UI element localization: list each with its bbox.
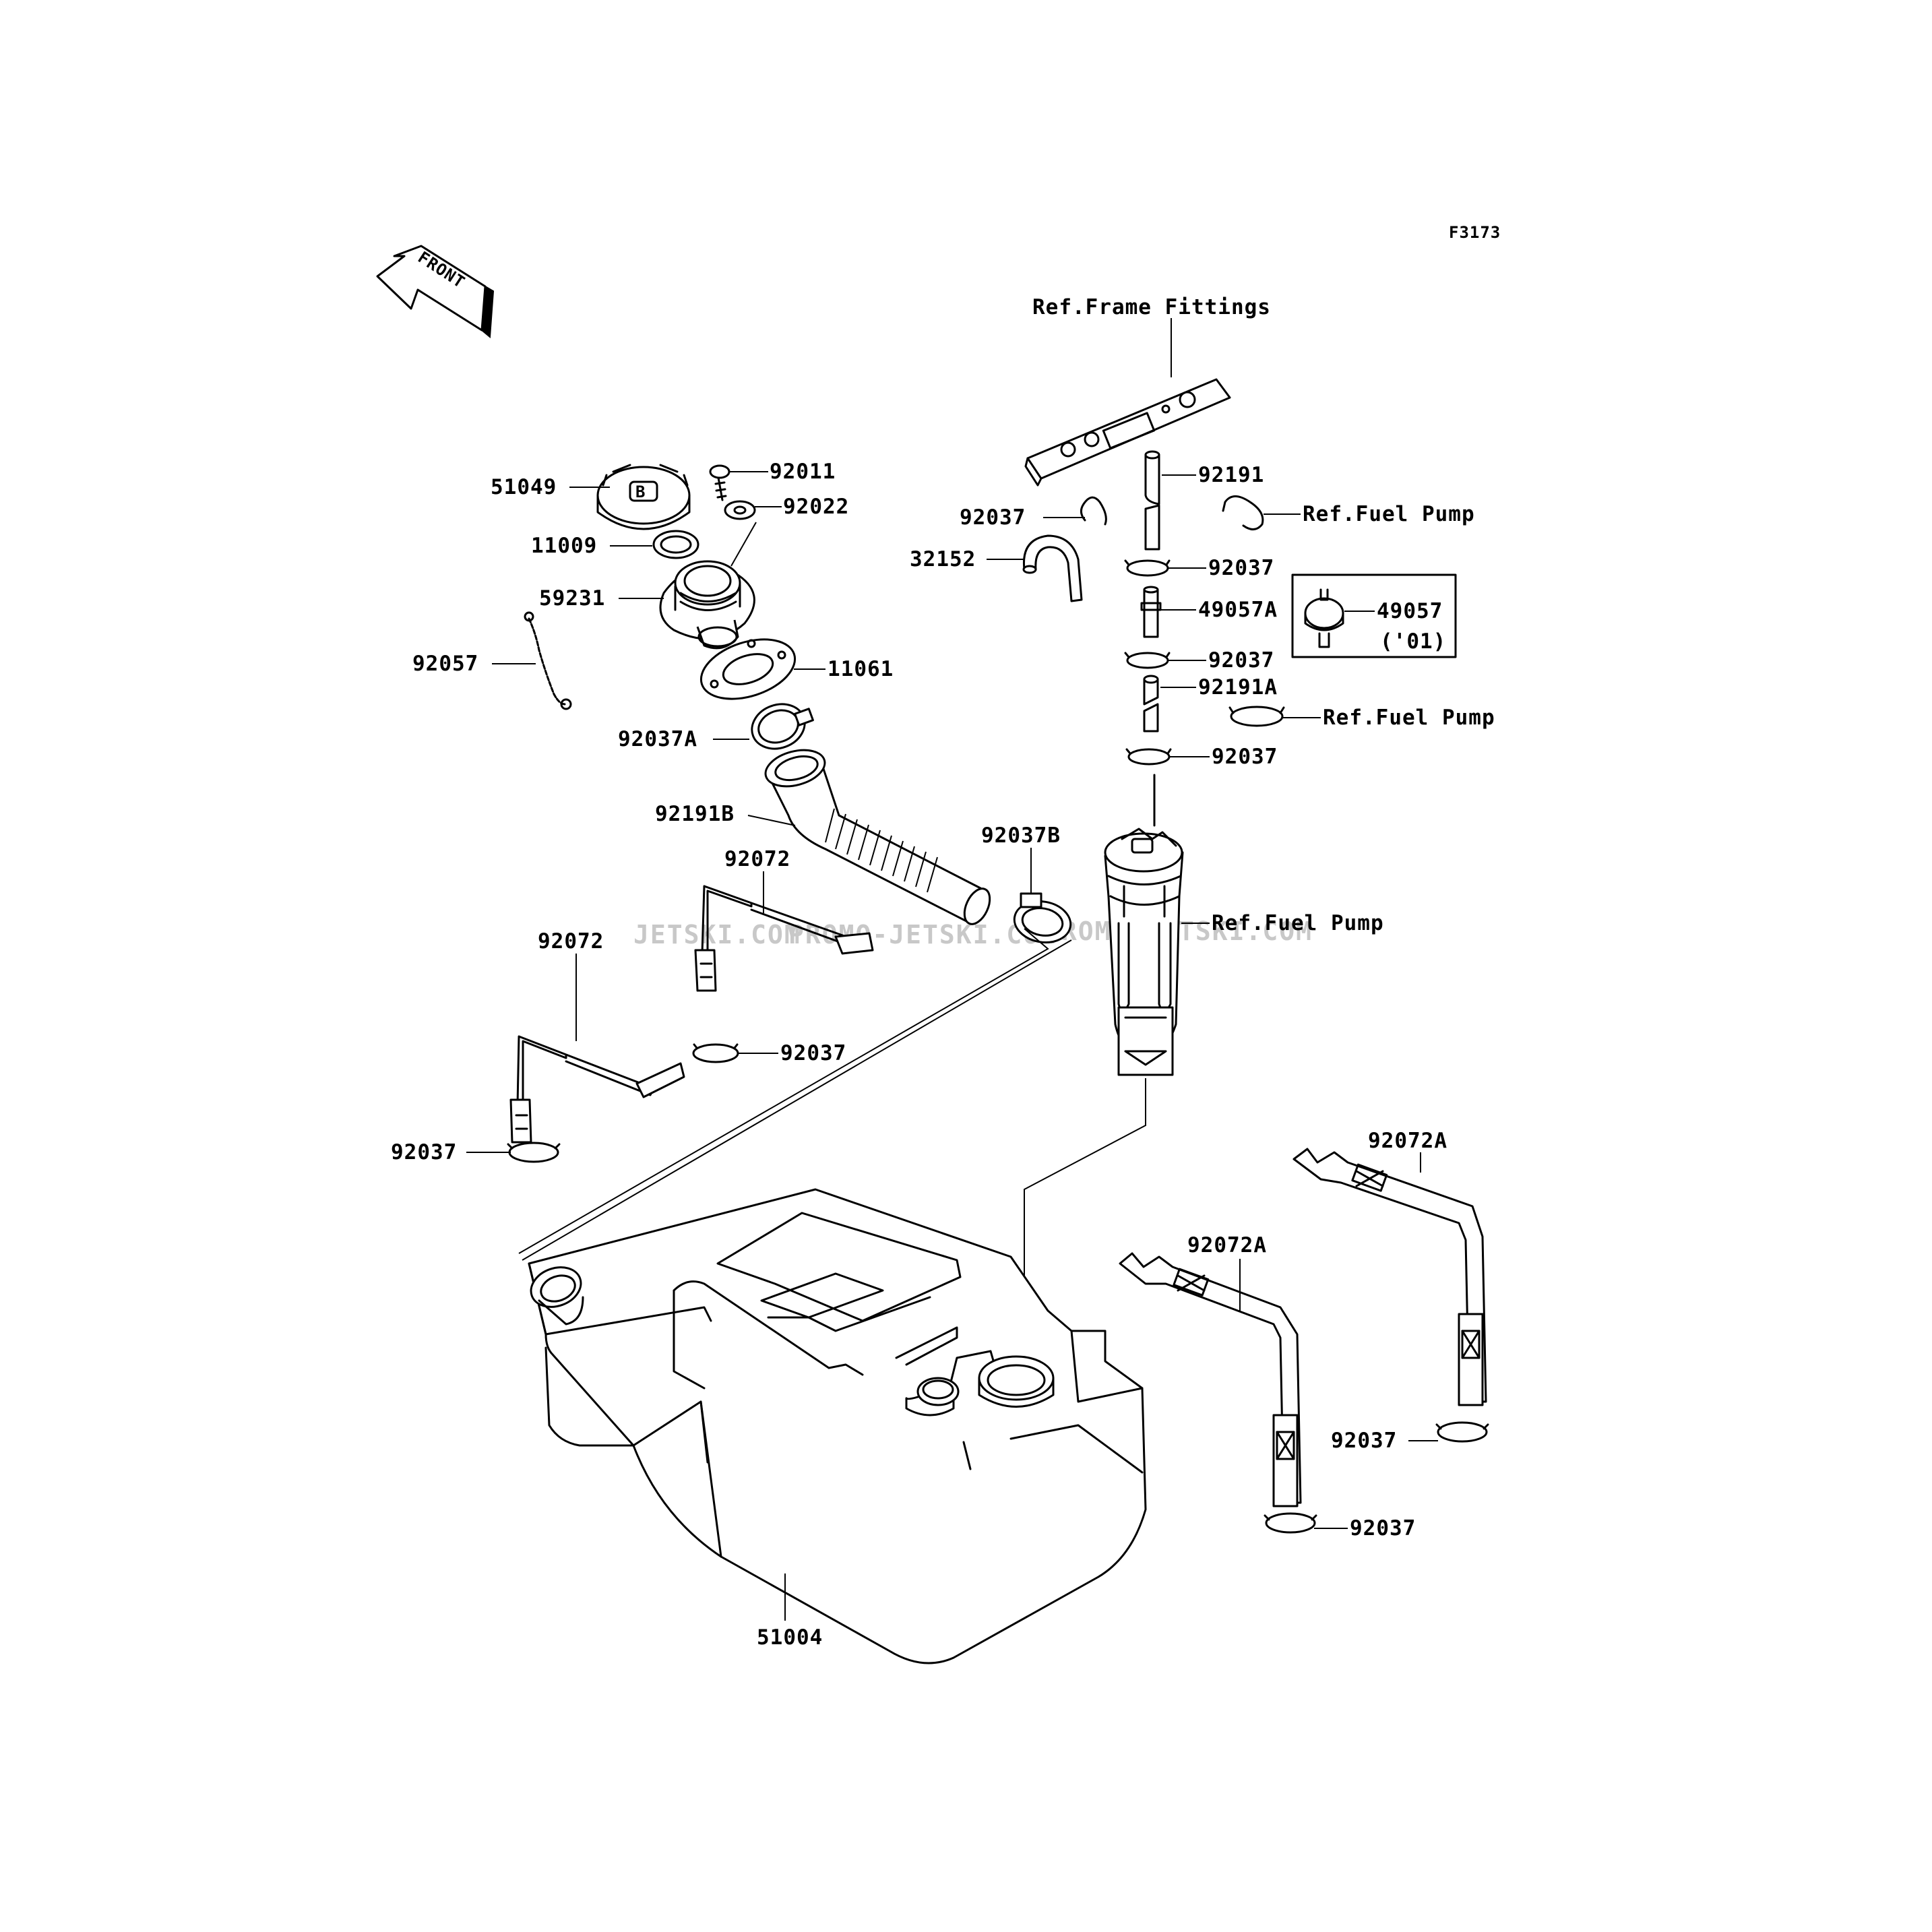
- label-59231: 59231: [539, 586, 605, 611]
- fuel-cap-51049: B: [596, 464, 691, 530]
- label-92072A-mid: 92072A: [1187, 1233, 1267, 1257]
- clamp-92037-strap-mid: [692, 1043, 739, 1063]
- clamp-ref-fuel-pump-2: [1228, 706, 1285, 727]
- hose-clamp-92037A: [751, 703, 814, 750]
- label-49057A: 49057A: [1198, 598, 1278, 622]
- label-92037-top-left: 92037: [960, 505, 1026, 530]
- strap-92072-lower: [509, 1035, 685, 1144]
- filler-neck-59231: [659, 560, 755, 650]
- label-11061: 11061: [828, 657, 894, 681]
- label-92191A: 92191A: [1198, 675, 1278, 699]
- clamp-92037-r3: [1125, 748, 1172, 766]
- label-92037-br1: 92037: [1331, 1429, 1397, 1453]
- figure-code: F3173: [1449, 223, 1501, 242]
- label-32152: 32152: [910, 547, 976, 571]
- watermark-2: PROMO-JETSKI.COM: [788, 920, 1057, 949]
- label-ref-fuel-pump-3: Ref.Fuel Pump: [1212, 911, 1384, 935]
- clamp-ref-fuel-pump-1: [1222, 495, 1264, 530]
- label-92072-lower: 92072: [538, 929, 604, 954]
- clamp-92037-r1: [1124, 559, 1171, 577]
- gasket-11061: [699, 638, 797, 700]
- bent-hose-32152: [1022, 534, 1083, 602]
- label-ref-fuel-pump-1: Ref.Fuel Pump: [1303, 502, 1475, 526]
- watermark-1: JETSKI.COM: [633, 920, 801, 949]
- clamp-92037-top-left: [1080, 496, 1107, 526]
- clamp-92037-br2: [1264, 1512, 1317, 1534]
- label-92037A: 92037A: [618, 727, 697, 751]
- label-92037-r1: 92037: [1208, 556, 1274, 580]
- label-92057: 92057: [412, 652, 478, 676]
- strap-92072A-mid: [1119, 1252, 1302, 1507]
- fuel-pump: [1104, 774, 1184, 1076]
- hose-92191A: [1143, 675, 1159, 733]
- label-92037-r3: 92037: [1212, 745, 1278, 769]
- tether-cord-92057: [524, 611, 572, 710]
- label-92037B: 92037B: [981, 823, 1061, 848]
- label-92072-upper: 92072: [724, 847, 790, 871]
- frame-fittings-bracket: [1024, 378, 1231, 487]
- clamp-92037-strap-left: [507, 1142, 561, 1163]
- bellows-hose-92191B: [764, 749, 991, 925]
- label-49057-note: ('01): [1380, 629, 1446, 654]
- front-arrow-icon: FRONT: [376, 245, 495, 339]
- label-92011: 92011: [770, 460, 836, 484]
- o-ring-11009: [652, 530, 699, 559]
- clamp-92037-br1: [1435, 1421, 1489, 1443]
- label-92037-br2: 92037: [1350, 1516, 1416, 1540]
- label-49057: 49057: [1377, 599, 1443, 623]
- label-92037-strap-mid: 92037: [780, 1041, 846, 1065]
- label-ref-frame-fittings: Ref.Frame Fittings: [1032, 295, 1271, 319]
- label-92037-strap-left: 92037: [391, 1140, 457, 1164]
- screw-92011: [709, 464, 730, 501]
- label-92022: 92022: [783, 495, 849, 519]
- label-92037-r2: 92037: [1208, 648, 1274, 673]
- svg-text:B: B: [635, 482, 646, 501]
- fuel-tank-51004: [528, 1188, 1147, 1664]
- label-92191B: 92191B: [655, 802, 735, 826]
- label-51004: 51004: [757, 1625, 823, 1650]
- fitting-49057A: [1140, 586, 1162, 638]
- label-ref-fuel-pump-2: Ref.Fuel Pump: [1323, 706, 1495, 730]
- strap-92072-upper: [694, 885, 874, 992]
- washer-92022: [724, 500, 756, 520]
- label-11009: 11009: [531, 534, 597, 558]
- clamp-92037-r2: [1124, 652, 1171, 669]
- box-49057: [1291, 573, 1457, 658]
- hose-92191: [1144, 450, 1160, 551]
- strap-92072A-right: [1292, 1148, 1487, 1406]
- label-92072A-right: 92072A: [1368, 1129, 1447, 1153]
- label-92191: 92191: [1198, 463, 1264, 487]
- label-51049: 51049: [491, 475, 557, 499]
